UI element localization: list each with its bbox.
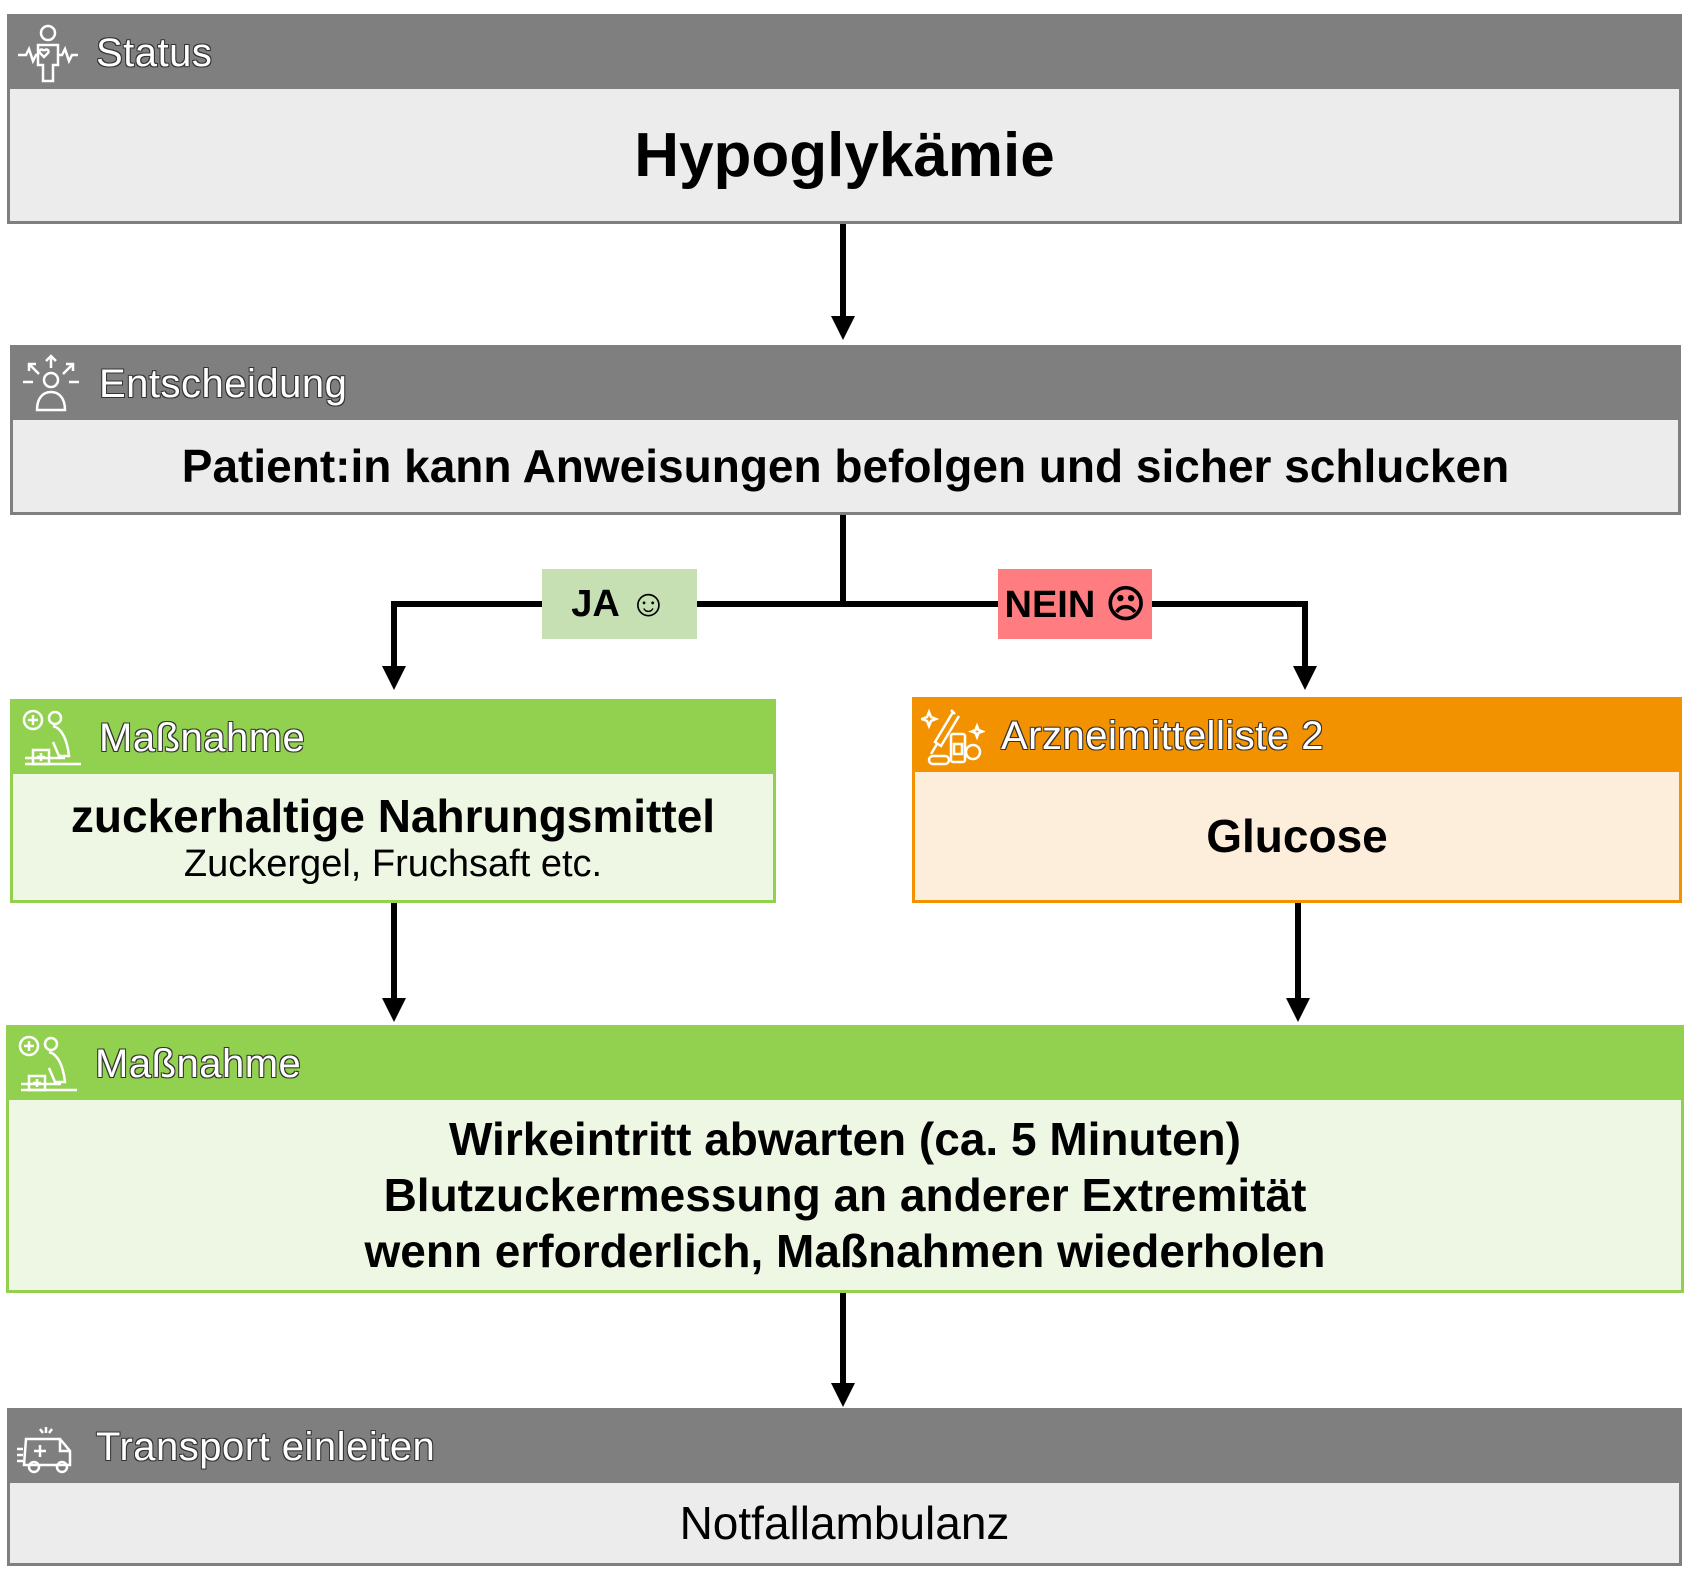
measure-left-title: zuckerhaltige Nahrungsmittel — [70, 789, 716, 842]
decision-text: Patient:in kann Anweisungen befolgen und… — [181, 440, 1510, 492]
ambulance-icon — [17, 1427, 72, 1474]
decision-header: Entscheidung — [13, 348, 1678, 420]
measure-bottom-line-3: wenn erforderlich, Maßnahmen wiederholen — [364, 1225, 1326, 1277]
drug-header: Arzneimittelliste 2 — [915, 700, 1679, 772]
measure-left-body: zuckerhaltige Nahrungsmittel Zuckergel, … — [13, 774, 773, 900]
status-header: Status — [10, 17, 1679, 89]
medicine-syringe-icon — [921, 708, 985, 766]
transport-header: Transport einleiten — [10, 1411, 1679, 1483]
transport-header-label: Transport einleiten — [96, 1425, 436, 1469]
drug-title: Glucose — [1206, 810, 1388, 862]
status-body: Hypoglykämie — [10, 89, 1679, 221]
branch-yes-label: JA ☺ — [542, 569, 697, 639]
first-aid-cpr-icon — [18, 1035, 77, 1092]
transport-box: Transport einleiten Notfallambulanz — [7, 1408, 1682, 1566]
measure-bottom-body: Wirkeintritt abwarten (ca. 5 Minuten) Bl… — [9, 1100, 1681, 1290]
decision-box: Entscheidung Patient:in kann Anweisungen… — [10, 345, 1681, 515]
branch-no-label: NEIN ☹ — [998, 569, 1152, 639]
drug-box: Arzneimittelliste 2 Glucose — [912, 697, 1682, 903]
measure-bottom-line-1: Wirkeintritt abwarten (ca. 5 Minuten) — [449, 1113, 1241, 1165]
decision-header-label: Entscheidung — [99, 362, 348, 406]
transport-body: Notfallambulanz — [10, 1483, 1679, 1563]
measure-left-header: Maßnahme — [13, 702, 773, 774]
transport-destination: Notfallambulanz — [679, 1497, 1010, 1549]
drug-header-label: Arzneimittelliste 2 — [1001, 714, 1324, 758]
status-box: Status Hypoglykämie — [7, 14, 1682, 224]
measure-bottom-line-2: Blutzuckermessung an anderer Extremität — [383, 1169, 1307, 1221]
status-header-label: Status — [96, 31, 213, 75]
measure-bottom-header-label: Maßnahme — [95, 1042, 302, 1086]
measure-left-subtitle: Zuckergel, Fruchsaft etc. — [183, 842, 603, 885]
measure-left-box: Maßnahme zuckerhaltige Nahrungsmittel Zu… — [10, 699, 776, 903]
branch-line-right — [843, 601, 1308, 668]
drug-body: Glucose — [915, 772, 1679, 900]
person-heartbeat-icon — [18, 24, 78, 83]
measure-bottom-header: Maßnahme — [9, 1028, 1681, 1100]
measure-bottom-box: Maßnahme Wirkeintritt abwarten (ca. 5 Mi… — [6, 1025, 1684, 1293]
decision-body: Patient:in kann Anweisungen befolgen und… — [13, 420, 1678, 512]
status-title: Hypoglykämie — [634, 120, 1055, 190]
measure-left-header-label: Maßnahme — [99, 716, 306, 760]
first-aid-cpr-icon — [22, 709, 81, 766]
person-decision-arrows-icon — [23, 354, 79, 412]
